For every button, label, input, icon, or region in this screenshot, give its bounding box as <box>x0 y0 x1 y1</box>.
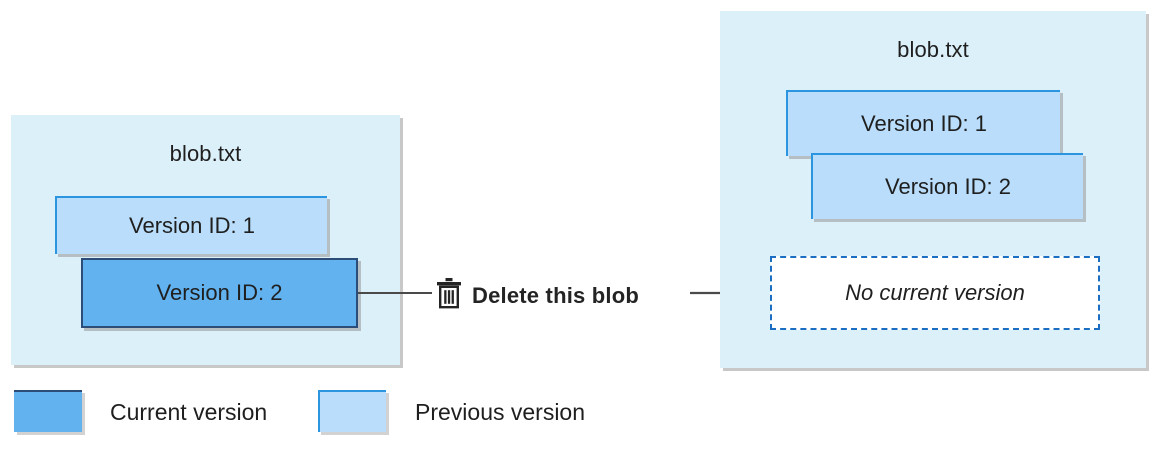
version-box-after-2: Version ID: 2 <box>811 153 1083 219</box>
version-box-before-1-label: Version ID: 1 <box>129 213 255 238</box>
blob-container-after-title: blob.txt <box>897 37 969 62</box>
version-box-before-1: Version ID: 1 <box>55 196 327 254</box>
legend-swatch-previous <box>318 390 386 432</box>
delete-action-label: Delete this blob <box>472 282 639 308</box>
trash-icon <box>436 277 462 314</box>
version-box-after-2-label: Version ID: 2 <box>885 174 1011 199</box>
legend-label-current: Current version <box>110 399 268 425</box>
delete-action: Delete this blob <box>436 277 639 314</box>
connector-line-left <box>358 292 432 294</box>
blob-container-before-title: blob.txt <box>169 141 242 166</box>
version-box-before-2-label: Version ID: 2 <box>156 280 283 305</box>
version-box-before-2: Version ID: 2 <box>81 258 358 328</box>
version-box-after-1: Version ID: 1 <box>786 90 1060 156</box>
no-current-version-label: No current version <box>845 280 1025 305</box>
legend-swatch-current <box>14 390 82 432</box>
legend-label-previous: Previous version <box>415 399 586 425</box>
no-current-version-box: No current version <box>770 256 1100 330</box>
version-box-after-1-label: Version ID: 1 <box>861 111 987 136</box>
